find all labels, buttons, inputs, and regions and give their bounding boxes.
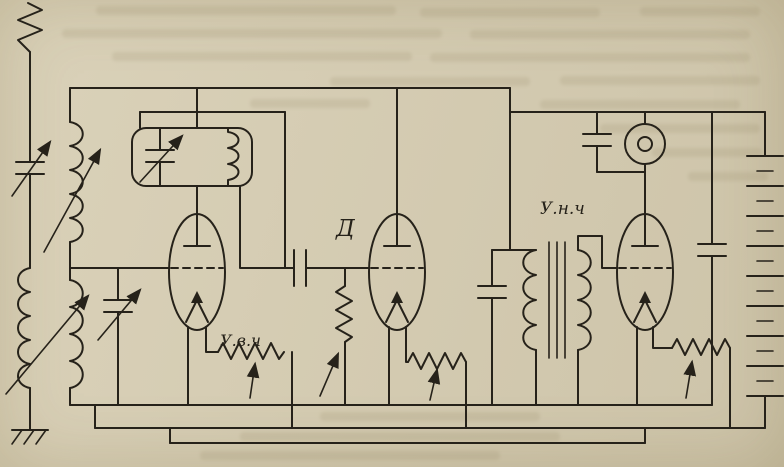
- label-rf-rheostat: У.в.ч: [220, 331, 261, 350]
- adjustment-arrow: [43, 147, 102, 253]
- tank-variable-capacitor: [139, 127, 184, 187]
- tuning-circuit: [43, 87, 170, 406]
- battery: [746, 111, 784, 429]
- battery-short-plates: [756, 170, 774, 382]
- label-af-transformer: У.н.ч: [540, 199, 585, 219]
- wiper-arrow: [683, 359, 697, 399]
- adjustment-arrow: [139, 134, 184, 183]
- grid-leak-resistor: [319, 267, 353, 406]
- af-filament-rheostat: [671, 338, 731, 429]
- tank-circuit: [131, 87, 253, 187]
- battery-long-plates: [746, 155, 784, 397]
- wiper-arrow: [246, 361, 260, 399]
- filament: [385, 299, 409, 323]
- headphone-inner-circle: [637, 136, 653, 152]
- rf-filament-rheostat: У.в.ч: [217, 331, 293, 429]
- tank-loop-wire: [131, 127, 253, 187]
- secondary-coil-upper: [69, 121, 84, 243]
- rheostat-zigzag: [217, 342, 285, 360]
- coupling-adjustment-arrow: [5, 294, 90, 395]
- detector-filament-rheostat: [407, 352, 467, 429]
- antenna-circuit: [5, 2, 90, 445]
- label-detector-tube: Д: [335, 216, 356, 242]
- wiring-buses: [69, 87, 766, 444]
- coupling-capacitor: [239, 185, 370, 287]
- secondary-winding: [577, 249, 592, 351]
- ground-icon: [11, 429, 49, 445]
- wiper-arrow: [427, 367, 441, 401]
- antenna-tuning-capacitor: [11, 140, 52, 269]
- secondary-coil-lower: [69, 279, 84, 389]
- af-amplifier-tube: [616, 171, 674, 406]
- filament: [185, 299, 209, 323]
- rf-amplifier-tube: [168, 185, 226, 406]
- headphone-capacitor: [582, 111, 646, 173]
- battery-bypass-capacitor: [697, 111, 727, 406]
- primary-winding: [522, 249, 537, 351]
- rheostat-zigzag: [407, 352, 467, 370]
- antenna-coil: [17, 267, 31, 389]
- wiper-arrow: [319, 351, 339, 397]
- tank-coil: [227, 127, 240, 187]
- antenna-icon: [17, 2, 43, 53]
- primary-bypass-capacitor: [477, 249, 507, 406]
- adjustment-arrow: [11, 140, 52, 197]
- adjustment-arrow: [97, 288, 142, 341]
- bleed-through-texture: [62, 6, 768, 460]
- iron-core: [548, 241, 566, 359]
- filament: [633, 299, 657, 323]
- af-transformer: У.н.ч: [522, 199, 618, 406]
- resistor-zigzag: [335, 285, 353, 343]
- grid-tuning-capacitor: [97, 267, 142, 406]
- rheostat-zigzag: [671, 338, 731, 356]
- headphones: [624, 111, 666, 173]
